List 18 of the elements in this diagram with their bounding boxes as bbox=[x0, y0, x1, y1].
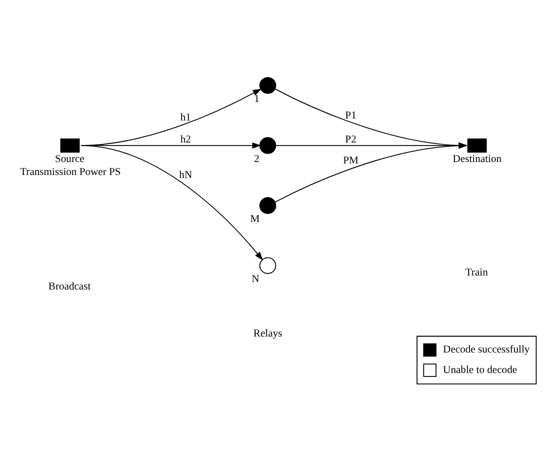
legend-label: Decode successfully bbox=[443, 344, 530, 356]
node-label: 2 bbox=[254, 153, 260, 164]
edge-label: h2 bbox=[180, 134, 191, 146]
node-label: M bbox=[250, 213, 260, 224]
edge-label: PM bbox=[343, 155, 358, 166]
legend-label: Unable to decode bbox=[443, 364, 518, 376]
node-label: N bbox=[252, 274, 260, 285]
node-label: Transmission Power PS bbox=[20, 166, 121, 178]
node-label: Source bbox=[54, 153, 84, 164]
label: Train bbox=[465, 266, 488, 278]
edge-label: h1 bbox=[180, 112, 191, 123]
label: Relays bbox=[253, 328, 282, 339]
edge-label: P1 bbox=[345, 110, 356, 122]
edge-label: P2 bbox=[345, 134, 356, 146]
node-label: 1 bbox=[254, 93, 260, 104]
edge-label: hN bbox=[179, 169, 192, 180]
node-label: Destination bbox=[452, 153, 502, 164]
label: Broadcast bbox=[48, 281, 91, 292]
